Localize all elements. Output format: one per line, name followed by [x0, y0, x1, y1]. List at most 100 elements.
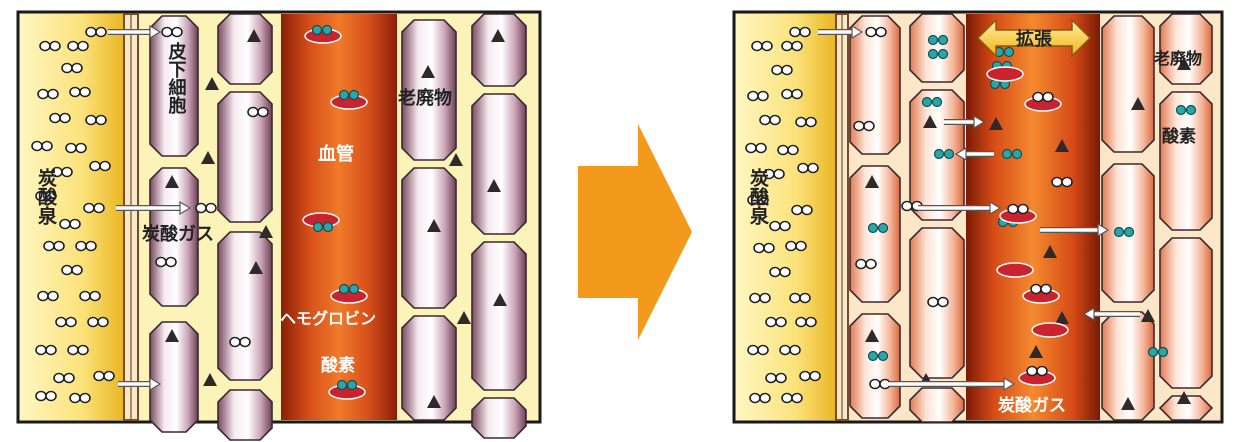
co2-molecule — [53, 372, 75, 384]
waste-triangle — [249, 261, 263, 274]
co2-molecule — [59, 218, 81, 230]
waste-triangle — [1043, 245, 1057, 258]
co2-atom — [79, 392, 91, 404]
co2-atom — [927, 296, 939, 308]
co2-atom — [75, 142, 87, 154]
co2-molecule — [65, 142, 87, 154]
co2-atom — [863, 120, 875, 132]
co2-atom — [161, 26, 173, 38]
oxygen-atom — [346, 379, 358, 391]
oxygen-atom — [1157, 346, 1169, 358]
label-blood-vessel: 血管 — [318, 143, 354, 165]
oxygen-atom — [1003, 46, 1015, 58]
flow-arrow — [954, 146, 994, 162]
co2-atom — [61, 62, 73, 74]
co2-molecule — [753, 242, 775, 254]
waste-triangle — [427, 219, 441, 232]
co2-atom — [757, 344, 769, 356]
co2-atom — [853, 120, 865, 132]
oxygen-atom — [1185, 104, 1197, 116]
co2-atom — [1017, 203, 1029, 215]
waste-triangle — [165, 175, 179, 188]
arrow-head — [1082, 306, 1095, 322]
co2-atom — [789, 292, 801, 304]
oxygen-molecule — [311, 24, 333, 36]
co2-molecule — [763, 168, 785, 180]
subcutaneous-cells-after — [849, 13, 1214, 423]
co2-atom — [791, 88, 803, 100]
cell — [909, 387, 965, 423]
co2-molecule — [69, 392, 91, 404]
co2-atom — [781, 88, 793, 100]
oxygen-atom — [867, 350, 879, 362]
co2-molecule — [789, 292, 811, 304]
co2-atom — [789, 26, 801, 38]
co2-molecule — [781, 392, 803, 404]
co2-atom — [85, 114, 97, 126]
hemoglobin — [999, 203, 1037, 224]
waste-triangle — [259, 225, 273, 238]
co2-atom — [779, 344, 791, 356]
co2-molecule — [797, 162, 819, 174]
cell — [149, 321, 199, 433]
co2-atom — [49, 112, 61, 124]
co2-molecule — [795, 116, 817, 128]
arrows-before — [108, 24, 192, 392]
waste-triangle — [923, 115, 937, 128]
oxygen-atom — [1011, 148, 1023, 160]
label-oxygen-after: 酸素 — [1162, 126, 1196, 147]
co2-atom — [769, 114, 781, 126]
oxygen-atom — [338, 283, 350, 295]
co2-atom — [791, 40, 803, 52]
co2-molecule — [51, 166, 73, 178]
co2-atom — [83, 202, 95, 214]
co2-molecule — [89, 160, 111, 172]
co2-atom — [855, 258, 867, 270]
cell — [217, 13, 273, 85]
co2-atom — [97, 316, 109, 328]
co2-atom — [75, 240, 87, 252]
oxygen-atom — [338, 89, 350, 101]
co2-atom — [53, 240, 65, 252]
co2-atom — [749, 392, 761, 404]
waste-triangle — [165, 329, 179, 342]
hemoglobin — [1018, 365, 1056, 386]
oxygen-atom — [877, 350, 889, 362]
co2-atom — [1032, 91, 1044, 103]
arrow-head — [1097, 222, 1110, 238]
cell — [849, 313, 901, 419]
co2-atom — [95, 114, 107, 126]
co2-atom — [751, 40, 763, 52]
waste-triangle — [1029, 345, 1043, 358]
co2-atom — [781, 64, 793, 76]
waste-triangle — [1141, 309, 1155, 322]
co2-molecule — [37, 88, 59, 100]
co2-molecule — [777, 144, 799, 156]
co2-atom — [69, 86, 81, 98]
arrows-after — [818, 24, 1140, 392]
co2-atom — [759, 392, 771, 404]
oxygen-atom — [322, 221, 334, 233]
co2-atom — [777, 144, 789, 156]
oxygen-molecule — [1113, 226, 1135, 238]
co2-atom — [79, 86, 91, 98]
co2-molecule — [747, 344, 769, 356]
co2-molecule — [69, 86, 91, 98]
oxygen-atom — [943, 148, 955, 160]
hemoglobin-cell — [1031, 322, 1069, 338]
co2-atom — [781, 40, 793, 52]
co2-atom — [865, 258, 877, 270]
co2-molecule — [1030, 283, 1052, 295]
hemoglobin — [330, 283, 368, 304]
arrow-head — [973, 114, 986, 130]
waste-triangle — [865, 175, 879, 188]
hemoglobin — [996, 262, 1034, 278]
co2-molecule — [747, 194, 769, 206]
co2-atom — [171, 26, 183, 38]
co2-atom — [795, 316, 807, 328]
co2-molecule — [1026, 365, 1048, 377]
co2-molecule — [927, 296, 949, 308]
co2-molecule — [853, 120, 875, 132]
co2-atom — [791, 204, 803, 216]
